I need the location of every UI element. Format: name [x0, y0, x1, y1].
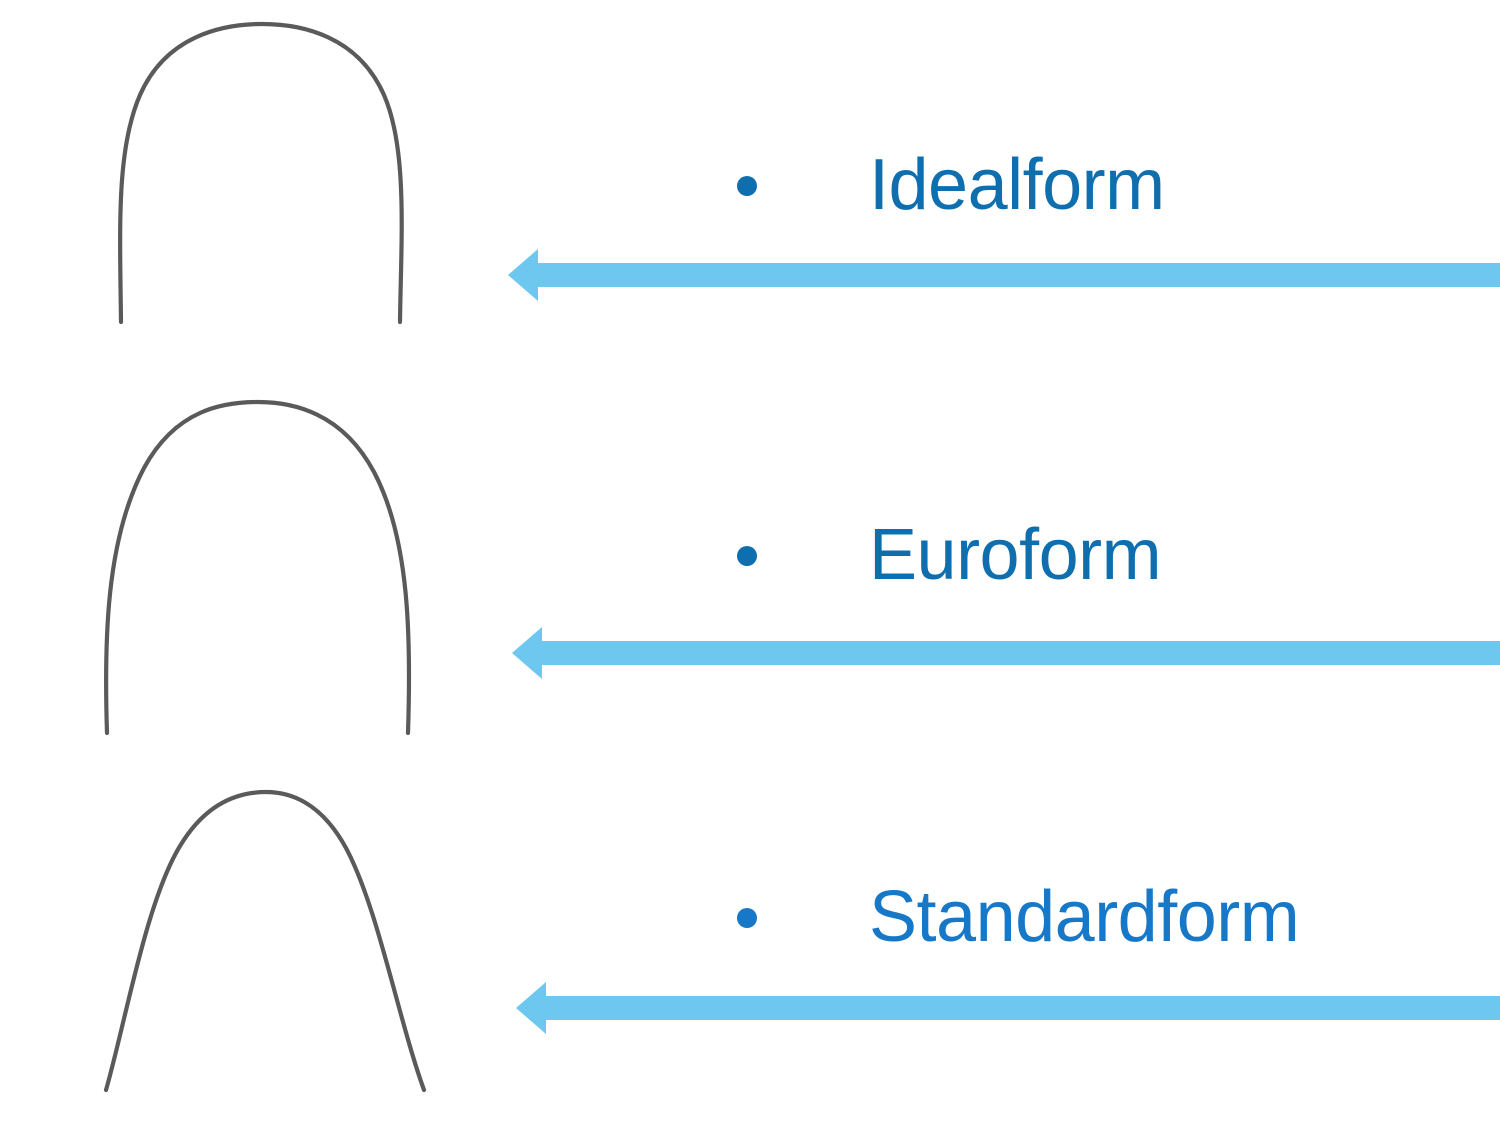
archwire-standardform	[0, 770, 500, 1110]
left-arrow-icon	[512, 627, 1500, 679]
archform-label-euroform: Euroform	[869, 515, 1162, 595]
archwire-euroform	[0, 390, 500, 745]
left-arrow-icon	[508, 249, 1500, 301]
list-item: Standardform	[737, 877, 1300, 957]
arrow-standardform	[516, 980, 1500, 1036]
bullet-dot-icon	[737, 907, 757, 928]
list-item: Idealform	[737, 145, 1165, 225]
archform-label-idealform: Idealform	[869, 145, 1165, 225]
archwire-path	[103, 789, 427, 1093]
archwire-path	[103, 399, 412, 736]
archwire-idealform	[0, 0, 500, 350]
arrow-euroform	[512, 625, 1500, 681]
arrow-idealform	[508, 247, 1500, 303]
archform-label-standardform: Standardform	[869, 877, 1300, 957]
bullet-dot-icon	[737, 175, 757, 196]
bullet-dot-icon	[737, 545, 757, 566]
archwire-path	[118, 21, 404, 325]
left-arrow-icon	[516, 982, 1500, 1034]
list-item: Euroform	[737, 515, 1162, 595]
